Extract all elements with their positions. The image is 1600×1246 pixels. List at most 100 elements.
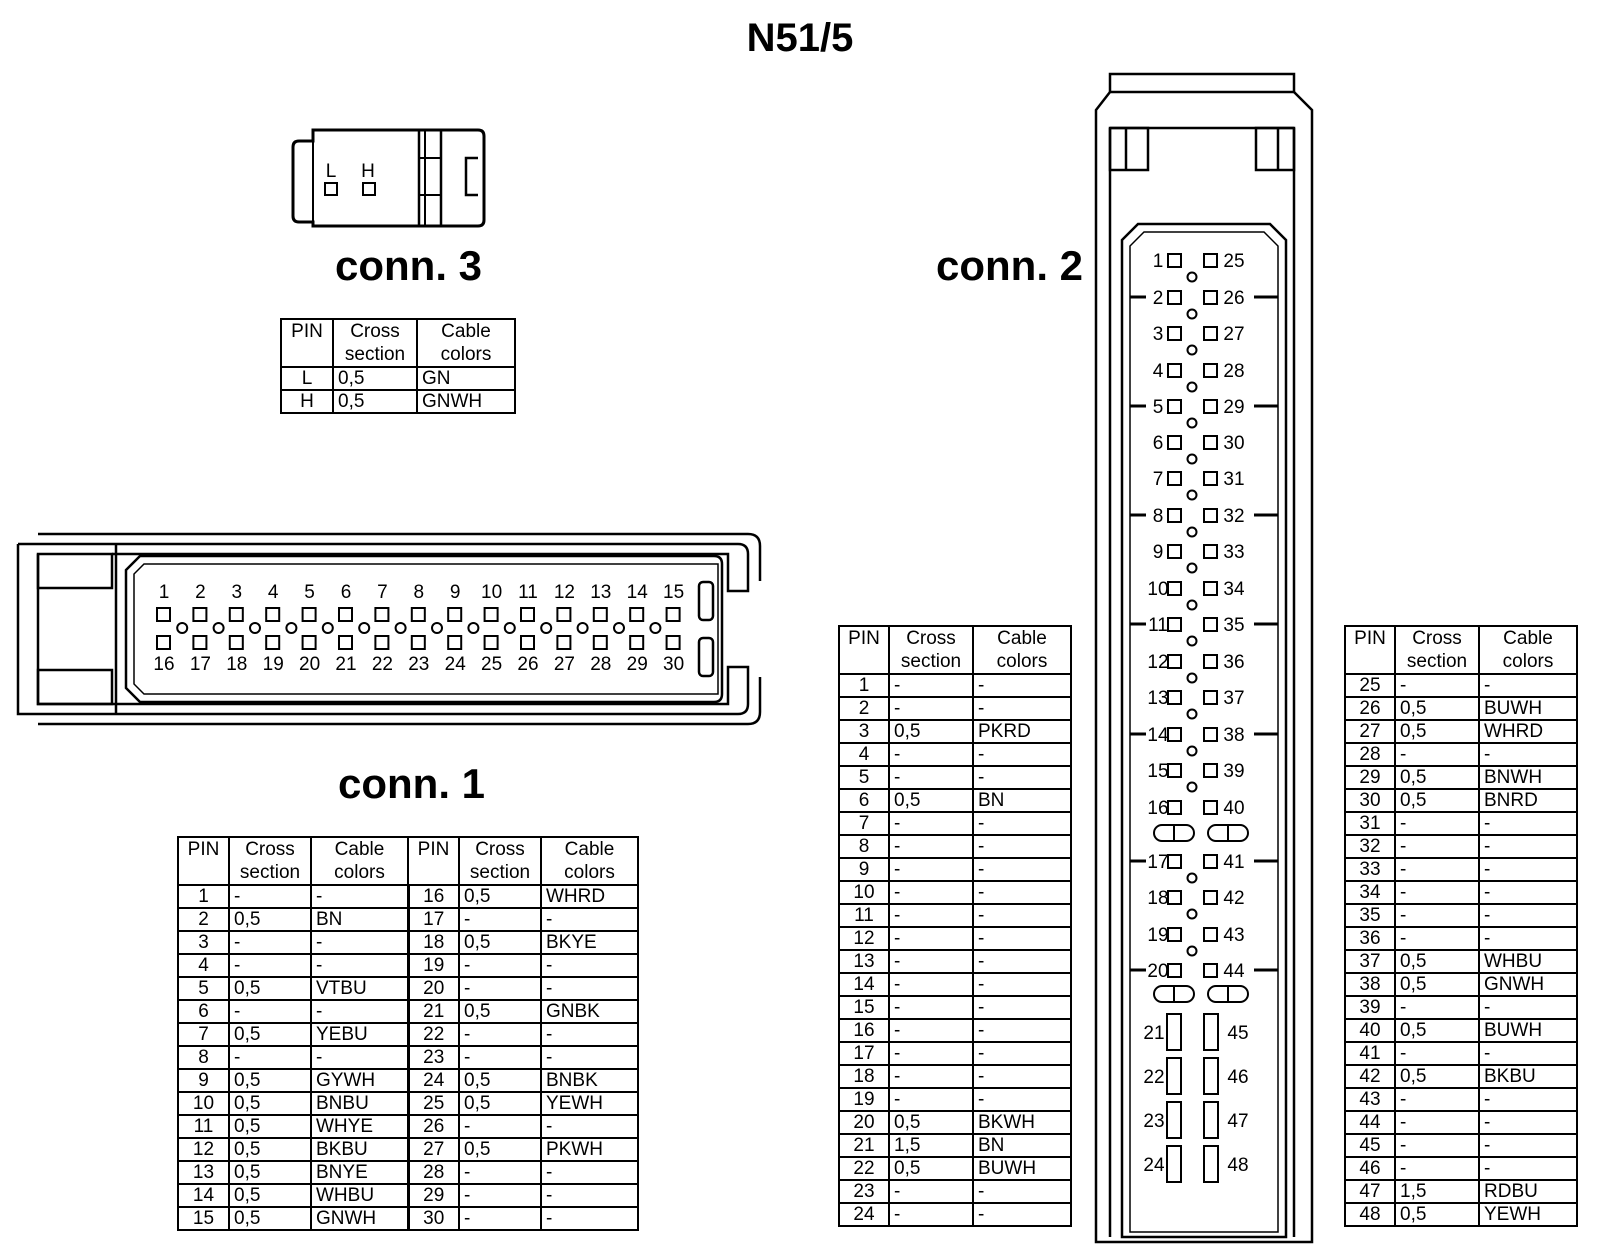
pin-cell: 17 [406,907,460,932]
pin-cell: 21 [406,999,460,1024]
cross-section-cell: - [458,976,542,1001]
table-row: 23-- [838,1179,1072,1204]
pin-socket [1167,581,1182,596]
coding-dot [321,622,334,634]
cable-color-cell: BKWH [972,1110,1072,1135]
cable-color-cell: - [972,1018,1072,1043]
pin-number: 41 [1223,852,1244,873]
pin-number: 5 [304,582,315,603]
pin-cell: 34 [1344,880,1396,905]
table-row: 32-- [1344,834,1578,859]
coding-dot [1186,708,1198,720]
conn2-label: conn. 2 [936,242,1084,289]
pin-cell: 28 [1344,742,1396,767]
cable-color-cell: - [972,995,1072,1020]
cable-color-cell: - [972,834,1072,859]
cross-section-cell: 0,5 [888,1156,974,1181]
cross-section-cell: - [888,742,974,767]
coding-dot [467,622,480,634]
cable-color-cell: BUWH [1478,1018,1578,1043]
coding-dot [1186,745,1198,757]
cross-section-cell: 0,5 [888,1110,974,1135]
pin-number: 39 [1223,761,1244,782]
pin-number: 44 [1223,961,1245,982]
pin-number: 43 [1223,925,1244,946]
pin-cell: 28 [406,1160,460,1185]
cross-section-cell: - [1394,903,1480,928]
coding-dot [285,622,298,634]
pin-number: 13 [590,582,611,603]
pin-cell: 13 [177,1160,230,1185]
cross-section-cell: - [458,1114,542,1139]
housing-top-cap [1108,72,1296,94]
pin-cell: 8 [838,834,890,859]
pin-cell: 17 [838,1041,890,1066]
pin-cell: 15 [838,995,890,1020]
table-row: 43-- [1344,1087,1578,1112]
cross-section-cell: - [1394,1041,1480,1066]
pin-cell: 10 [177,1091,230,1116]
pin-socket [1203,763,1218,778]
coding-dot [212,622,225,634]
cable-color-cell: WHBU [310,1183,409,1208]
pin-cell: 5 [177,976,230,1001]
pin-cell: 19 [838,1087,890,1112]
coding-dot [1186,453,1198,465]
cross-section-cell: - [228,999,312,1024]
cross-section-cell: 0,5 [1394,696,1480,721]
pin-number: 10 [1147,579,1168,600]
conn3-pin-socket [362,182,376,196]
table-row: 4--19-- [177,953,639,978]
pin-number: 28 [590,654,611,675]
cross-section-cell: 0,5 [332,366,418,391]
coding-dot [1186,562,1198,574]
pin-cell: 32 [1344,834,1396,859]
pin-socket [1203,399,1218,414]
table-row: 31-- [1344,811,1578,836]
pin-cell: 47 [1344,1179,1396,1204]
cable-color-cell: - [972,880,1072,905]
cross-section-cell: 0,5 [458,884,542,909]
pin-socket [1167,800,1182,815]
pin-number: 2 [1153,288,1164,309]
header-pin: PIN [1344,625,1396,675]
cable-color-cell: - [540,1183,639,1208]
pin-socket [1203,800,1218,815]
pin-number: 4 [268,582,279,603]
pin-socket [338,635,353,650]
housing-outline [1094,91,1314,1244]
header-pin: PIN [407,836,460,886]
pin-socket [520,607,535,622]
cross-section-cell: - [458,1022,542,1047]
cross-section-cell: 0,5 [228,1114,312,1139]
cable-color-cell: - [972,857,1072,882]
cross-section-cell: 0,5 [228,1160,312,1185]
conn3-pin-label: H [361,161,375,182]
pin-cell: 6 [177,999,230,1024]
conn3-drawing: L H [291,128,486,228]
cable-color-cell: - [1478,811,1578,836]
pin-number: 4 [1153,361,1164,382]
pin-cell: 21 [838,1133,890,1158]
pin-number: 25 [481,654,502,675]
coding-dot [431,622,443,634]
pin-socket [1167,435,1182,450]
cross-section-cell: 0,5 [888,788,974,813]
coding-dot [1186,489,1198,501]
pin-number: 24 [445,654,467,675]
pin-number: 35 [1223,615,1244,636]
pin-number: 9 [1153,542,1164,563]
pin-socket [1203,617,1218,632]
pin-number: 27 [1223,324,1244,345]
pin-socket [1167,963,1182,978]
cable-color-cell: GNWH [1478,972,1578,997]
pin-socket [1167,399,1182,414]
cross-section-cell: - [458,1206,542,1231]
pin-number: 6 [1153,433,1164,454]
cable-color-cell: - [972,903,1072,928]
pin-socket [447,607,463,622]
